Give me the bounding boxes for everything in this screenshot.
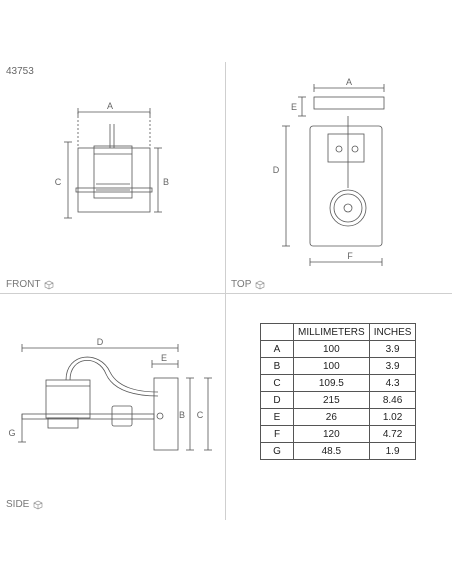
top-bracket — [327, 133, 365, 163]
table-header-millimeters: MILLIMETERS — [293, 323, 370, 341]
top-view-title: TOP — [231, 279, 252, 290]
top-label-f: F — [347, 251, 353, 261]
table-row: G 48.5 1.9 — [260, 442, 417, 460]
table-row: C 109.5 4.3 — [260, 374, 417, 392]
table-row: D 215 8.46 — [260, 391, 417, 409]
top-canopy — [313, 96, 385, 110]
front-shade — [93, 145, 133, 199]
dimensions-table: MILLIMETERS INCHES A 100 3.9 B 100 3.9 C… — [260, 323, 417, 460]
table-row: E 26 1.02 — [260, 408, 417, 426]
row-millimeters: 48.5 — [293, 442, 370, 460]
row-key: D — [260, 391, 294, 409]
side-view-title: SIDE — [6, 499, 30, 510]
row-millimeters: 100 — [293, 357, 370, 375]
front-view-label: FRONT — [6, 279, 54, 290]
side-label-b: B — [179, 410, 185, 420]
table-header-key — [260, 323, 294, 341]
table-header-row: MILLIMETERS INCHES — [260, 323, 417, 341]
top-view-drawing: A E D F — [273, 77, 385, 266]
side-view-label: SIDE — [6, 499, 43, 510]
top-plate — [309, 125, 383, 247]
row-inches: 3.9 — [368, 340, 417, 358]
front-label-b: B — [163, 177, 169, 187]
row-key: F — [260, 425, 294, 443]
row-inches: 3.9 — [368, 357, 417, 375]
row-inches: 1.02 — [368, 408, 417, 426]
row-inches: 8.46 — [368, 391, 417, 409]
top-label-a: A — [346, 77, 352, 87]
row-key: E — [260, 408, 294, 426]
vertical-divider — [225, 62, 226, 520]
cube-icon — [45, 280, 54, 289]
front-view-title: FRONT — [6, 279, 41, 290]
front-plate — [77, 147, 151, 213]
table-row: B 100 3.9 — [260, 357, 417, 375]
row-inches: 4.3 — [368, 374, 417, 392]
row-inches: 4.72 — [368, 425, 417, 443]
row-key: C — [260, 374, 294, 392]
row-key: B — [260, 357, 294, 375]
cube-icon — [33, 500, 43, 509]
row-millimeters: 26 — [293, 408, 370, 426]
side-label-d: D — [97, 337, 104, 347]
horizontal-divider — [0, 293, 452, 294]
top-label-d: D — [273, 165, 280, 175]
cube-icon — [256, 280, 265, 289]
side-view-drawing: D E B C G — [8, 337, 212, 451]
product-code: 43753 — [6, 66, 34, 77]
side-label-e: E — [161, 353, 167, 363]
front-view-drawing: A C B — [55, 101, 169, 219]
top-label-e: E — [291, 102, 297, 112]
row-millimeters: 100 — [293, 340, 370, 358]
side-arm — [65, 356, 159, 393]
table-row: A 100 3.9 — [260, 340, 417, 358]
row-millimeters: 109.5 — [293, 374, 370, 392]
row-key: A — [260, 340, 294, 358]
table-row: F 120 4.72 — [260, 425, 417, 443]
table-header-inches: INCHES — [368, 323, 417, 341]
row-key: G — [260, 442, 294, 460]
side-label-c: C — [197, 410, 204, 420]
row-millimeters: 215 — [293, 391, 370, 409]
row-millimeters: 120 — [293, 425, 370, 443]
top-view-label: TOP — [231, 279, 265, 290]
top-shade-outer — [329, 189, 367, 227]
row-inches: 1.9 — [368, 442, 417, 460]
front-label-c: C — [55, 177, 62, 187]
side-label-g: G — [8, 428, 15, 438]
front-label-a: A — [107, 101, 113, 111]
